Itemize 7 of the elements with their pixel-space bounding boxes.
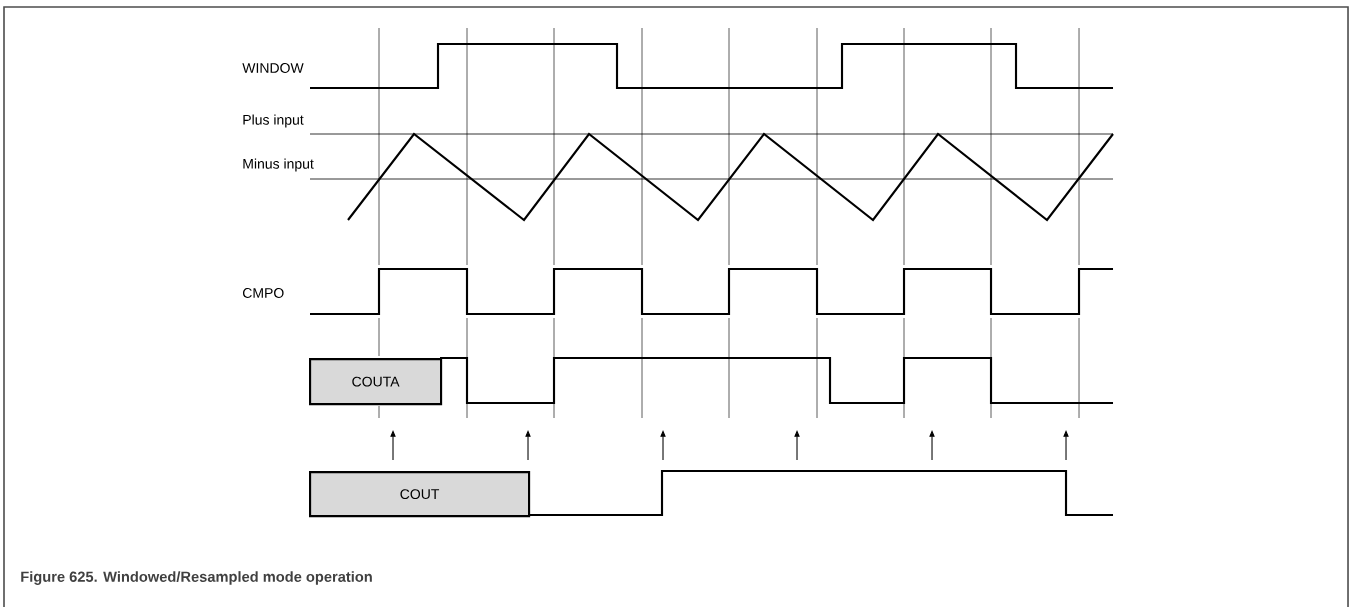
signal-label: Plus input bbox=[243, 114, 304, 128]
signal-label: CMPO bbox=[243, 288, 284, 298]
figure-caption: Figure 625. Windowed/Resampled mode operation bbox=[21, 571, 372, 585]
signal-label: Minus input bbox=[243, 158, 314, 172]
signal-box: COUT bbox=[309, 471, 531, 518]
signal-box: COUTA bbox=[309, 358, 443, 406]
signal-label: WINDOW bbox=[242, 63, 304, 73]
